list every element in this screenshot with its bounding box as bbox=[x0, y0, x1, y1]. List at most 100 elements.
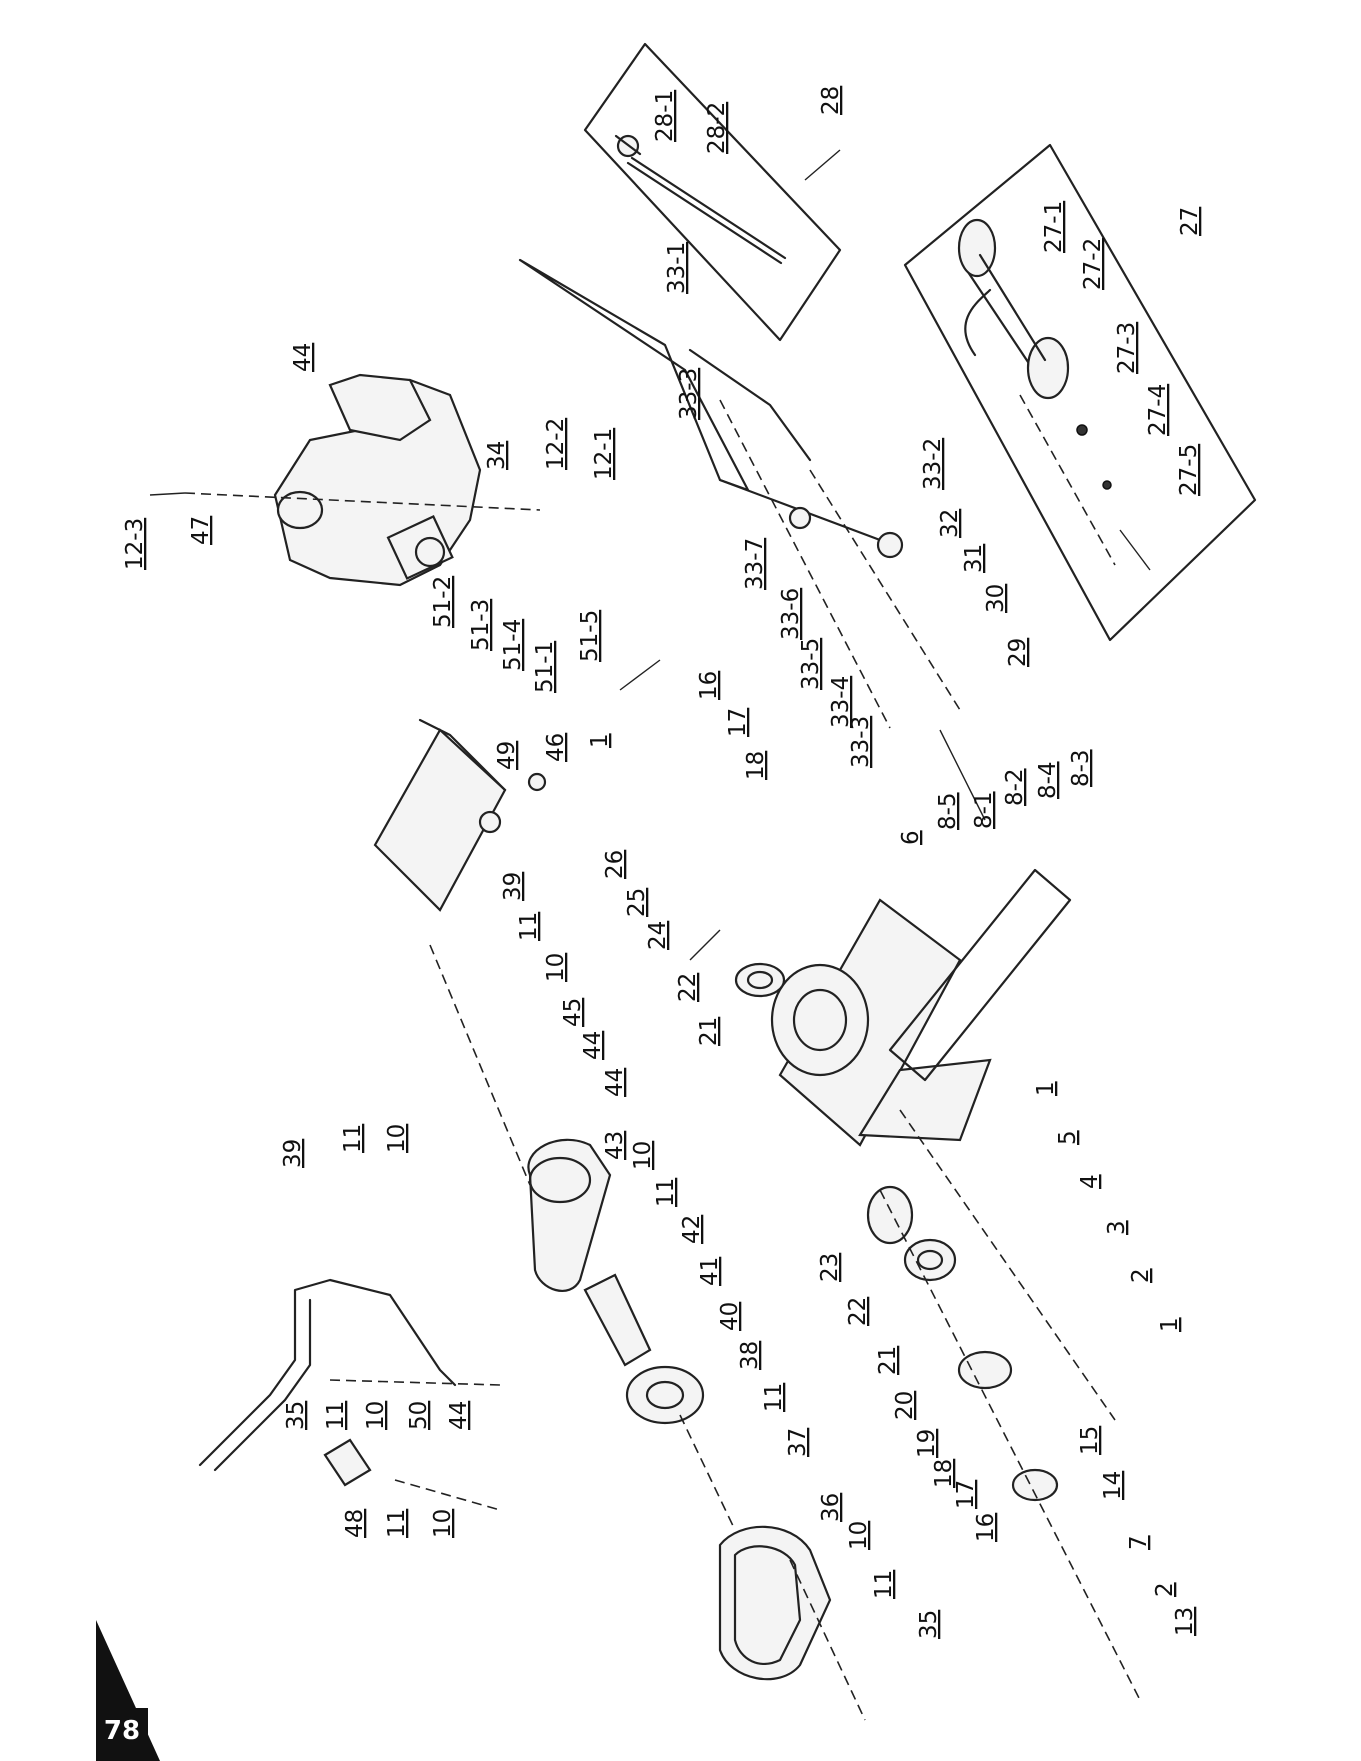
callout-17: 17 bbox=[953, 1480, 979, 1509]
callout-46: 46 bbox=[543, 733, 569, 762]
callout-29: 29 bbox=[1005, 638, 1031, 667]
callout-2: 2 bbox=[1128, 1268, 1154, 1283]
belt-guard-43 bbox=[527, 1138, 736, 1531]
callout-32: 32 bbox=[937, 509, 963, 538]
callout-18: 18 bbox=[743, 751, 769, 780]
callout-27-2: 27-2 bbox=[1080, 238, 1106, 290]
callout-11: 11 bbox=[516, 912, 542, 941]
callout-33-4: 33-4 bbox=[828, 676, 854, 728]
callout-labels: 12-3 47 44 34 12-2 12-1 51-2 51-3 51-4 5… bbox=[122, 86, 1203, 1639]
callout-26: 26 bbox=[602, 850, 628, 879]
callout-51-5: 51-5 bbox=[577, 610, 603, 662]
callout-11: 11 bbox=[761, 1383, 787, 1412]
callout-16: 16 bbox=[973, 1513, 999, 1542]
callout-10: 10 bbox=[630, 1141, 656, 1170]
callout-13: 13 bbox=[1172, 1607, 1198, 1636]
callout-10: 10 bbox=[430, 1509, 456, 1538]
callout-8-3: 8-3 bbox=[1068, 749, 1094, 787]
handle-33 bbox=[518, 258, 961, 729]
callout-4: 4 bbox=[1077, 1174, 1103, 1189]
callout-8-2: 8-2 bbox=[1002, 768, 1028, 806]
callout-28-1: 28-1 bbox=[652, 90, 678, 142]
callout-15: 15 bbox=[1077, 1426, 1103, 1455]
callout-12-1: 12-1 bbox=[591, 428, 617, 480]
callout-40: 40 bbox=[717, 1302, 743, 1331]
callout-36: 36 bbox=[818, 1493, 844, 1522]
callout-10: 10 bbox=[543, 953, 569, 982]
callout-39: 39 bbox=[280, 1139, 306, 1168]
kit-28-frame bbox=[583, 42, 842, 342]
callout-22: 22 bbox=[845, 1297, 871, 1326]
callout-11: 11 bbox=[323, 1401, 349, 1430]
callout-7: 7 bbox=[1126, 1535, 1152, 1550]
callout-3: 3 bbox=[1104, 1220, 1130, 1235]
callout-8-5: 8-5 bbox=[935, 792, 961, 830]
callout-10: 10 bbox=[846, 1521, 872, 1550]
callout-45: 45 bbox=[560, 998, 586, 1027]
callout-51-3: 51-3 bbox=[468, 599, 494, 651]
callout-1: 1 bbox=[587, 733, 613, 748]
callout-44: 44 bbox=[580, 1031, 606, 1060]
callout-6: 6 bbox=[898, 830, 924, 845]
shaft-parts bbox=[866, 1185, 1141, 1701]
callout-51-2: 51-2 bbox=[430, 576, 456, 628]
callout-42: 42 bbox=[679, 1215, 705, 1244]
callout-2: 2 bbox=[1152, 1582, 1178, 1597]
callout-51-4: 51-4 bbox=[500, 619, 526, 671]
callout-35: 35 bbox=[916, 1610, 942, 1639]
callout-8-1: 8-1 bbox=[971, 791, 997, 829]
callout-25: 25 bbox=[624, 888, 650, 917]
callout-33-5: 33-5 bbox=[798, 638, 824, 690]
callout-27-1: 27-1 bbox=[1041, 201, 1067, 253]
callout-28: 28 bbox=[818, 86, 844, 115]
callout-44: 44 bbox=[290, 343, 316, 372]
callout-24: 24 bbox=[645, 921, 671, 950]
callout-31: 31 bbox=[961, 544, 987, 573]
callout-41: 41 bbox=[697, 1257, 723, 1286]
callout-14: 14 bbox=[1100, 1471, 1126, 1500]
callout-18: 18 bbox=[931, 1459, 957, 1488]
callout-48: 48 bbox=[342, 1509, 368, 1538]
callout-10: 10 bbox=[363, 1401, 389, 1430]
page-number: 78 bbox=[96, 1708, 148, 1754]
belt-cover-36 bbox=[718, 1525, 866, 1721]
callout-30: 30 bbox=[983, 584, 1009, 613]
callout-23: 23 bbox=[817, 1253, 843, 1282]
callout-27-4: 27-4 bbox=[1145, 384, 1171, 436]
callout-16: 16 bbox=[696, 671, 722, 700]
callout-44: 44 bbox=[602, 1068, 628, 1097]
callout-19: 19 bbox=[914, 1429, 940, 1458]
callout-43: 43 bbox=[602, 1131, 628, 1160]
callout-27-3: 27-3 bbox=[1114, 322, 1140, 374]
callout-33-3: 33-3 bbox=[676, 368, 702, 420]
callout-50: 50 bbox=[406, 1401, 432, 1430]
callout-44: 44 bbox=[446, 1401, 472, 1430]
callout-5: 5 bbox=[1055, 1130, 1081, 1145]
callout-37: 37 bbox=[785, 1428, 811, 1457]
base-plate-8 bbox=[888, 868, 1116, 1421]
callout-39: 39 bbox=[500, 872, 526, 901]
callout-1: 1 bbox=[1157, 1317, 1183, 1332]
callout-35: 35 bbox=[283, 1401, 309, 1430]
callout-33-3: 33-3 bbox=[848, 716, 874, 768]
callout-21: 21 bbox=[696, 1017, 722, 1046]
callout-1: 1 bbox=[1033, 1081, 1059, 1096]
callout-47: 47 bbox=[188, 516, 214, 545]
callout-11: 11 bbox=[340, 1124, 366, 1153]
callout-33-7: 33-7 bbox=[742, 538, 768, 590]
engine-34 bbox=[184, 373, 541, 587]
callout-33-2: 33-2 bbox=[920, 438, 946, 490]
callout-17: 17 bbox=[725, 708, 751, 737]
callout-51-1: 51-1 bbox=[532, 641, 558, 693]
callout-10: 10 bbox=[384, 1124, 410, 1153]
callout-33-6: 33-6 bbox=[778, 588, 804, 640]
callout-38: 38 bbox=[737, 1341, 763, 1370]
callout-8-4: 8-4 bbox=[1035, 761, 1061, 799]
callout-34: 34 bbox=[484, 441, 510, 470]
callout-12-2: 12-2 bbox=[543, 418, 569, 470]
exciter-assembly-6 bbox=[734, 898, 992, 1147]
callout-27: 27 bbox=[1177, 207, 1203, 236]
callout-11: 11 bbox=[384, 1509, 410, 1538]
